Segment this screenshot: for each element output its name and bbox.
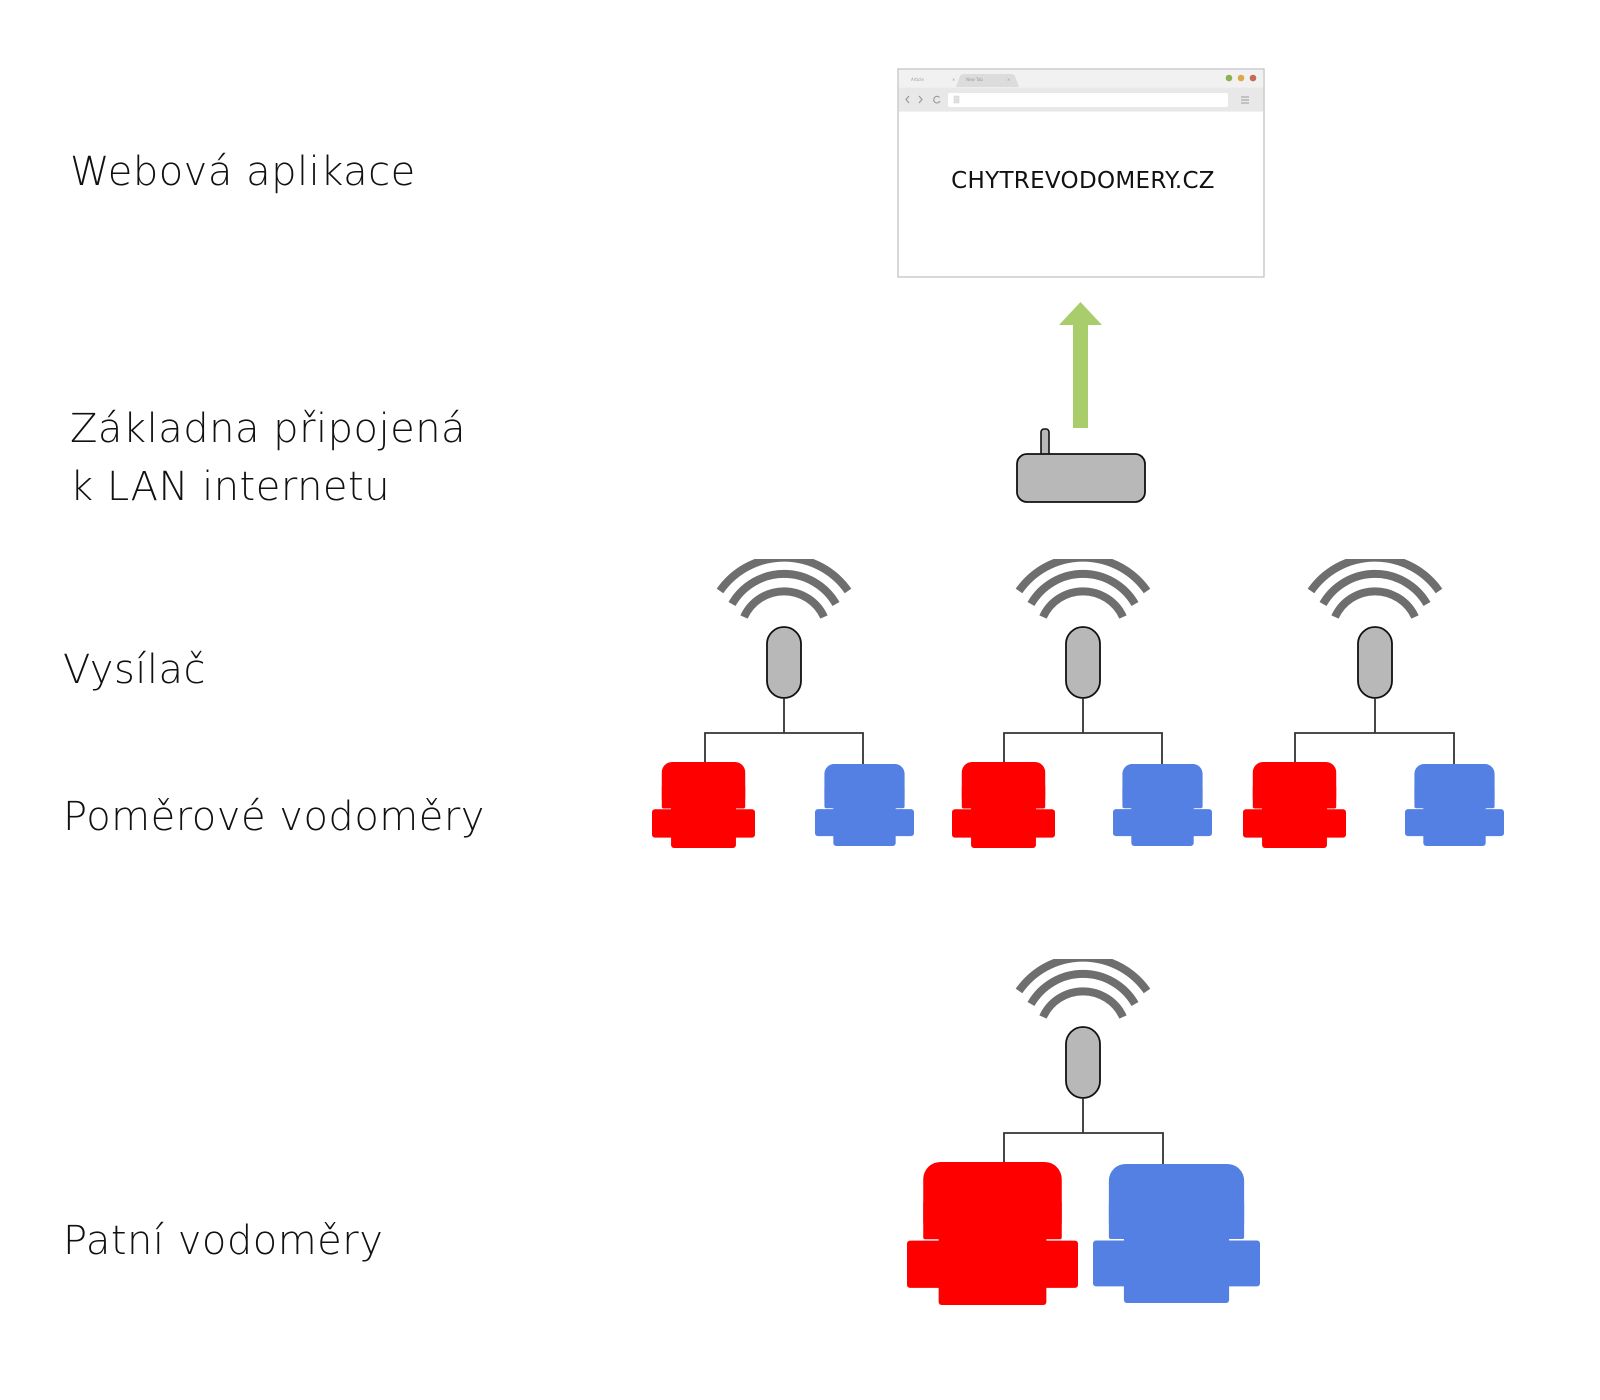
connector-lines xyxy=(1003,698,1163,764)
ratio-group-3 xyxy=(1243,558,1504,848)
wifi-signal-icon xyxy=(1311,558,1439,617)
transmitter-icon xyxy=(1065,1026,1101,1099)
tab-close-icon[interactable]: × xyxy=(952,77,955,82)
cold-water-meter-icon xyxy=(1405,764,1504,846)
heel-group xyxy=(907,958,1260,1305)
ratio-group-1 xyxy=(652,558,914,848)
ratio-group-2 xyxy=(952,558,1212,848)
label-heel-meters: Patní vodoměry xyxy=(63,1218,384,1264)
window-button-green-icon[interactable] xyxy=(1225,74,1233,82)
page-icon xyxy=(953,95,960,104)
tab-article[interactable]: Article × xyxy=(903,73,955,87)
hot-water-meter-icon xyxy=(907,1162,1078,1305)
cold-water-meter-icon xyxy=(815,764,914,846)
window-button-red-icon[interactable] xyxy=(1249,74,1257,82)
transmitter-icon xyxy=(766,626,802,699)
hot-water-meter-icon xyxy=(952,762,1055,848)
cold-water-meter-icon xyxy=(1113,764,1212,846)
uplink-arrow-icon xyxy=(1059,302,1102,428)
site-title: CHYTREVODOMERY.CZ xyxy=(951,168,1215,194)
tab-new-tab[interactable]: New Tab × xyxy=(956,74,1019,87)
cold-water-meter-icon xyxy=(1093,1164,1260,1303)
transmitter-icon xyxy=(1065,626,1101,699)
hot-water-meter-icon xyxy=(652,762,755,848)
back-icon[interactable] xyxy=(905,95,910,104)
label-base-line2: k LAN internetu xyxy=(70,464,391,510)
hot-water-meter-icon xyxy=(1243,762,1346,848)
wifi-signal-icon xyxy=(720,558,848,617)
connector-lines xyxy=(1003,1098,1164,1164)
forward-icon[interactable] xyxy=(918,95,923,104)
base-station-router-icon xyxy=(1016,428,1146,503)
label-ratio-meters: Poměrové vodoměry xyxy=(63,794,485,840)
label-web-app: Webová aplikace xyxy=(70,149,416,195)
connector-lines xyxy=(1294,698,1455,764)
transmitter-icon xyxy=(1357,626,1393,699)
tab-new-tab-label: New Tab xyxy=(966,77,983,82)
label-base-line1: Základna připojená xyxy=(70,406,467,452)
menu-icon[interactable] xyxy=(1241,96,1249,104)
tab-close-icon[interactable]: × xyxy=(1007,77,1010,82)
wifi-signal-icon xyxy=(1019,958,1147,1017)
wifi-signal-icon xyxy=(1019,558,1147,617)
tab-article-label: Article xyxy=(911,77,924,82)
address-bar[interactable] xyxy=(948,93,1228,107)
reload-icon[interactable] xyxy=(933,95,941,104)
label-base-station: Základna připojená k LAN internetu xyxy=(70,400,466,516)
connector-lines xyxy=(704,698,864,764)
window-button-yellow-icon[interactable] xyxy=(1237,74,1245,82)
label-transmitter: Vysílač xyxy=(63,647,207,693)
browser-window: Article × New Tab × CHYTREVODOMERY.CZ xyxy=(897,68,1265,278)
